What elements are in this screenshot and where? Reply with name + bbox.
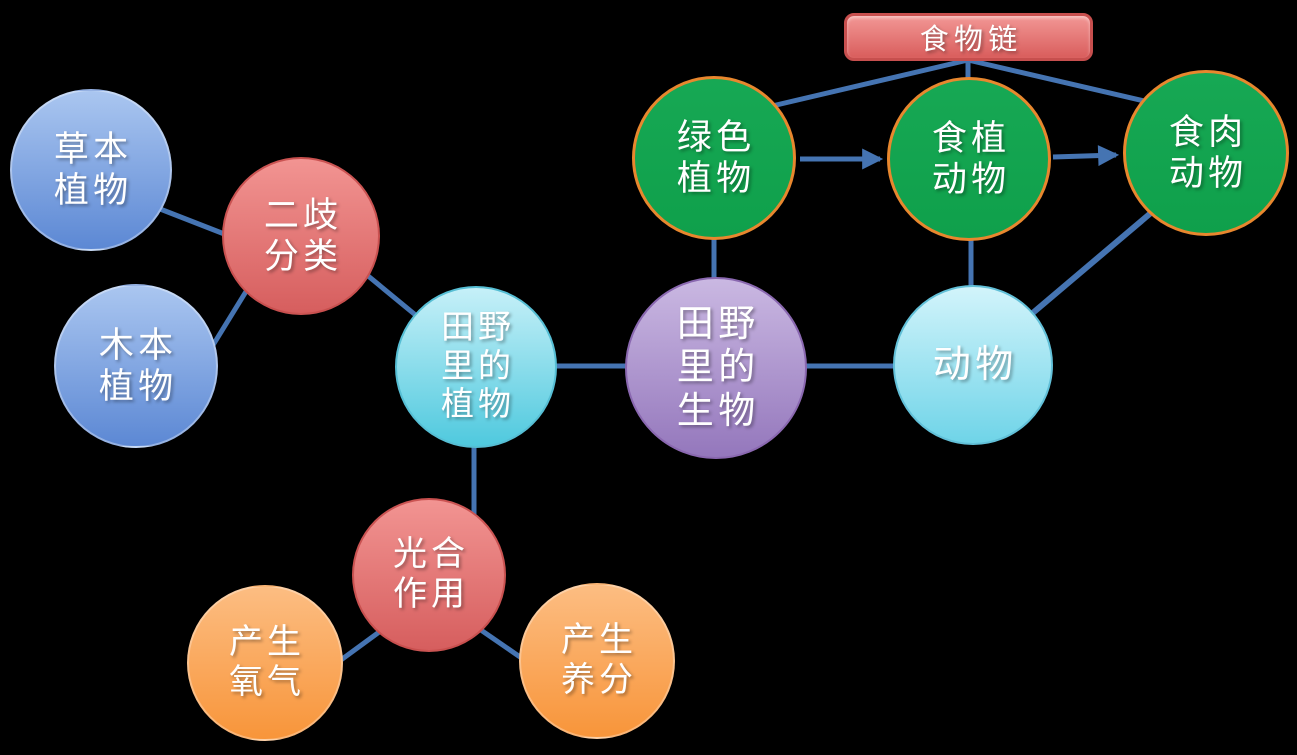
node-field-organisms[interactable]: 田野 里的 生物 (625, 277, 807, 459)
node-label-line: 植物 (53, 171, 133, 210)
node-food-chain[interactable]: 食物链 (844, 13, 1093, 61)
node-label-line: 植物 (676, 159, 756, 198)
node-woody-plants[interactable]: 木本 植物 (54, 284, 218, 448)
node-label-line: 动物 (931, 160, 1011, 199)
node-label-line: 氧气 (228, 664, 306, 701)
node-label-line: 里的 (676, 347, 760, 389)
node-dichotomous-classification[interactable]: 二歧 分类 (222, 157, 380, 315)
node-label-line: 产生 (560, 621, 638, 659)
node-carnivores[interactable]: 食肉 动物 (1123, 70, 1289, 236)
node-label-line: 田野 (441, 309, 515, 346)
node-label-line: 动物 (1168, 154, 1248, 193)
node-label-line: 养分 (560, 662, 638, 699)
node-label-line: 食植 (931, 118, 1011, 158)
node-label-line: 光合 (392, 535, 470, 573)
node-label-line: 食肉 (1168, 112, 1248, 152)
edge-food-chain-green-plants (771, 57, 969, 109)
edge-food-chain-carnivores (967, 57, 1145, 104)
edge-woody-dichotomous (207, 283, 253, 352)
node-label-line: 二歧 (263, 195, 343, 235)
node-label-line: 草本 (53, 129, 133, 169)
node-label-line: 里的 (441, 348, 515, 385)
node-herbaceous-plants[interactable]: 草本 植物 (10, 89, 172, 251)
node-herbivores[interactable]: 食植 动物 (887, 77, 1051, 241)
edge-herbaceous-dichotomous (154, 204, 233, 240)
node-label-line: 分类 (263, 237, 343, 276)
node-field-plants[interactable]: 田野 里的 植物 (395, 286, 557, 448)
node-label-line: 绿色 (676, 117, 756, 157)
node-produce-oxygen[interactable]: 产生 氧气 (187, 585, 343, 741)
node-label-line: 田野 (676, 303, 760, 345)
node-label-line: 产生 (228, 623, 306, 661)
node-label-line: 木本 (98, 325, 178, 365)
node-label-line: 动物 (932, 343, 1018, 386)
node-animals[interactable]: 动物 (893, 285, 1053, 445)
node-label-line: 生物 (676, 390, 760, 432)
edge-animals-carnivores (1026, 209, 1154, 320)
node-label-line: 植物 (441, 387, 515, 424)
node-label-line: 作用 (392, 576, 470, 613)
node-photosynthesis[interactable]: 光合 作用 (352, 498, 506, 652)
node-produce-nutrients[interactable]: 产生 养分 (519, 583, 675, 739)
arrow-herbivores-carnivores (1052, 145, 1120, 167)
node-label: 食物链 (919, 24, 1023, 56)
node-label-line: 植物 (98, 367, 178, 406)
node-green-plants[interactable]: 绿色 植物 (632, 76, 796, 240)
